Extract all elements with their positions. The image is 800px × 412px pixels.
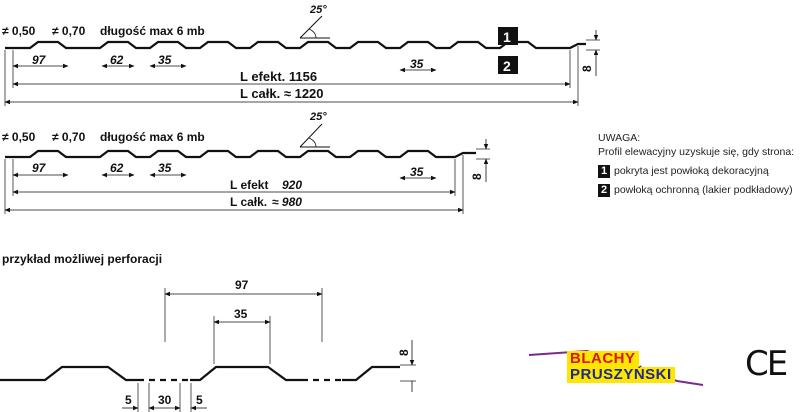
logo-line-2: PRUSZYŃSKI <box>567 367 675 383</box>
perf-dim-8: 8 <box>397 349 411 356</box>
profile2-dim-97: 97 <box>32 161 47 175</box>
logo-line-1: BLACHY <box>567 351 639 367</box>
note-line: Profil elewacyjny uzyskuje się, gdy stro… <box>598 146 795 158</box>
profile1-spec-length: długość max 6 mb <box>100 24 205 38</box>
perf-dim-30: 30 <box>158 393 172 407</box>
note-item-2: 2 powłoką ochronną (lakier podkładowy) <box>598 183 794 197</box>
profile2-spec-a: ≠ 0,50 <box>2 130 36 144</box>
profile1-sheet-outline <box>5 40 586 50</box>
note-item-1-num: 1 <box>598 164 610 178</box>
profile1-dim-35b: 35 <box>410 57 424 71</box>
profile1-angle-arc <box>308 28 317 39</box>
note-item-2-num: 2 <box>598 183 610 197</box>
ce-mark: CE <box>745 344 788 384</box>
perforation-profile-left <box>0 365 138 382</box>
profile1-marker-2: 2 <box>503 58 511 74</box>
profile2-dim-62: 62 <box>110 161 124 175</box>
perf-dim-5a: 5 <box>125 393 132 407</box>
profile1-marker-1-box <box>498 27 518 45</box>
profile1-spec-b: ≠ 0,70 <box>52 24 86 38</box>
profile2-l-calk-label: L całk. <box>230 195 267 209</box>
note-title: UWAGA: <box>598 132 641 144</box>
note-item-1-text: pokryta jest powłoką dekoracyjną <box>614 165 769 177</box>
perforation-example: przykład możliwej perforacji 97 35 8 5 3… <box>0 252 416 412</box>
profile2-spec-length: długość max 6 mb <box>100 130 205 144</box>
perf-dim-5b: 5 <box>196 393 203 407</box>
profile1-dim-8: 8 <box>580 65 594 72</box>
profile1-marker-1: 1 <box>503 29 511 45</box>
profile1-marker-2-box <box>498 56 518 74</box>
profile2-l-calk-value: ≈ 980 <box>272 195 302 209</box>
profile1-l-efekt: L efekt. 1156 <box>240 69 317 84</box>
perforation-title: przykład możliwej perforacji <box>2 252 162 266</box>
profile2-angle-arc <box>308 137 317 148</box>
profile2-angle-lines <box>299 123 330 148</box>
profile2-dim-8: 8 <box>470 173 484 180</box>
profile-2: ≠ 0,50 ≠ 0,70 długość max 6 mb 25° 97 62… <box>2 111 490 214</box>
profile1-dim-35a: 35 <box>158 53 172 67</box>
profile1-l-calk: L całk. ≈ 1220 <box>240 86 324 101</box>
perforation-profile-mid <box>190 365 302 382</box>
note-item-2-text: powłoką ochronną (lakier podkładowy) <box>614 184 793 196</box>
profile1-spec-a: ≠ 0,50 <box>2 24 36 38</box>
perf-dim-97: 97 <box>235 278 249 292</box>
profile1-dim-62: 62 <box>110 53 124 67</box>
profile2-l-efekt-value: 920 <box>282 178 302 192</box>
profile1-angle-lines <box>299 15 330 39</box>
profile2-sheet-outline <box>5 149 476 159</box>
profile2-angle: 25° <box>309 111 327 123</box>
profile2-l-efekt-label: L efekt <box>230 178 268 192</box>
note-item-1: 1 pokryta jest powłoką dekoracyjną <box>598 164 794 178</box>
profile1-dim-97: 97 <box>32 53 47 67</box>
profile2-spec-b: ≠ 0,70 <box>52 130 86 144</box>
perforation-profile-right <box>342 365 400 382</box>
note-panel: UWAGA: Profil elewacyjny uzyskuje się, g… <box>598 131 794 197</box>
profile-1: ≠ 0,50 ≠ 0,70 długość max 6 mb 25° 1 2 9… <box>2 4 600 106</box>
profile1-angle: 25° <box>309 4 327 16</box>
profile2-dim-35b: 35 <box>410 165 424 179</box>
perf-dim-35: 35 <box>234 307 248 321</box>
profile2-dim-35a: 35 <box>158 161 172 175</box>
company-logo: BLACHY PRUSZYŃSKI <box>527 345 705 389</box>
